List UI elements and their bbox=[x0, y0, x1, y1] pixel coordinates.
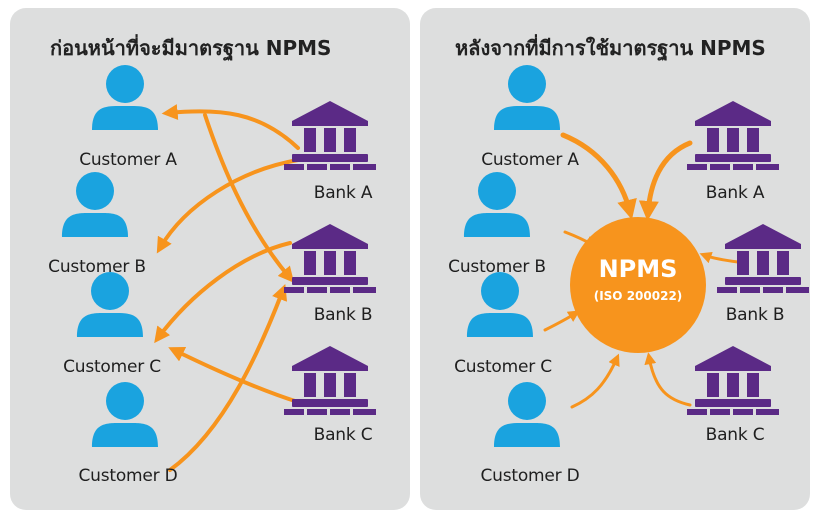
before-customer-a-label: Customer A bbox=[79, 150, 177, 170]
after-customer-c-label: Customer C bbox=[454, 357, 552, 377]
after-customer-d-person-icon bbox=[494, 382, 560, 447]
after-customer-b-label: Customer B bbox=[448, 257, 546, 277]
before-customer-a-person-icon bbox=[92, 65, 158, 130]
npms-hub-circle bbox=[570, 217, 706, 353]
after-npms-title: หลังจากที่มีการใช้มาตรฐาน NPMS bbox=[455, 36, 766, 60]
arrow-customer-d-to-npms bbox=[570, 353, 620, 409]
arrow-bank-b-to-customer-c bbox=[154, 241, 292, 344]
after-customer-a-label: Customer A bbox=[481, 150, 579, 170]
after-customer-b-person-icon bbox=[464, 172, 530, 237]
before-bank-a-label: Bank A bbox=[313, 183, 373, 203]
before-bank-b-label: Bank B bbox=[313, 305, 373, 325]
before-customer-b-person-icon bbox=[62, 172, 128, 237]
before-bank-b-icon bbox=[284, 224, 376, 293]
after-bank-c-label: Bank C bbox=[705, 425, 765, 445]
npms-hub-subtitle: (ISO 200022) bbox=[593, 289, 683, 303]
arrow-bank-a-to-npms bbox=[638, 140, 693, 221]
before-bank-c-label: Bank C bbox=[313, 425, 373, 445]
arrow-bank-c-to-npms bbox=[644, 352, 692, 407]
before-customer-d-label: Customer D bbox=[78, 466, 178, 486]
after-bank-b-icon bbox=[717, 224, 809, 293]
before-bank-a-icon bbox=[284, 101, 376, 170]
after-customer-a-person-icon bbox=[494, 65, 560, 130]
after-bank-a-icon bbox=[687, 101, 779, 170]
before-customer-c-person-icon bbox=[77, 272, 143, 337]
after-bank-a-label: Bank A bbox=[705, 183, 765, 203]
arrow-bank-b-to-npms bbox=[699, 251, 740, 264]
before-customer-c-label: Customer C bbox=[63, 357, 161, 377]
before-bank-c-icon bbox=[284, 346, 376, 415]
after-customer-d-label: Customer D bbox=[480, 466, 580, 486]
after-customer-c-person-icon bbox=[467, 272, 533, 337]
arrow-customer-c-to-npms bbox=[543, 310, 581, 332]
arrow-customer-a-to-bank-b bbox=[203, 113, 295, 283]
before-customer-b-label: Customer B bbox=[48, 257, 146, 277]
before-npms-panel bbox=[10, 8, 410, 510]
arrow-customer-d-to-bank-b bbox=[168, 284, 288, 472]
after-bank-b-label: Bank B bbox=[725, 305, 785, 325]
arrow-bank-a-to-customer-b bbox=[156, 158, 300, 254]
after-bank-c-icon bbox=[687, 346, 779, 415]
before-npms-title: ก่อนหน้าที่จะมีมาตรฐาน NPMS bbox=[50, 36, 332, 60]
npms-hub-name: NPMS bbox=[598, 255, 678, 283]
arrow-bank-a-to-customer-a bbox=[161, 104, 300, 150]
arrow-customer-a-to-npms bbox=[560, 132, 637, 220]
arrow-bank-c-to-customer-c bbox=[168, 347, 300, 404]
before-customer-d-person-icon bbox=[92, 382, 158, 447]
